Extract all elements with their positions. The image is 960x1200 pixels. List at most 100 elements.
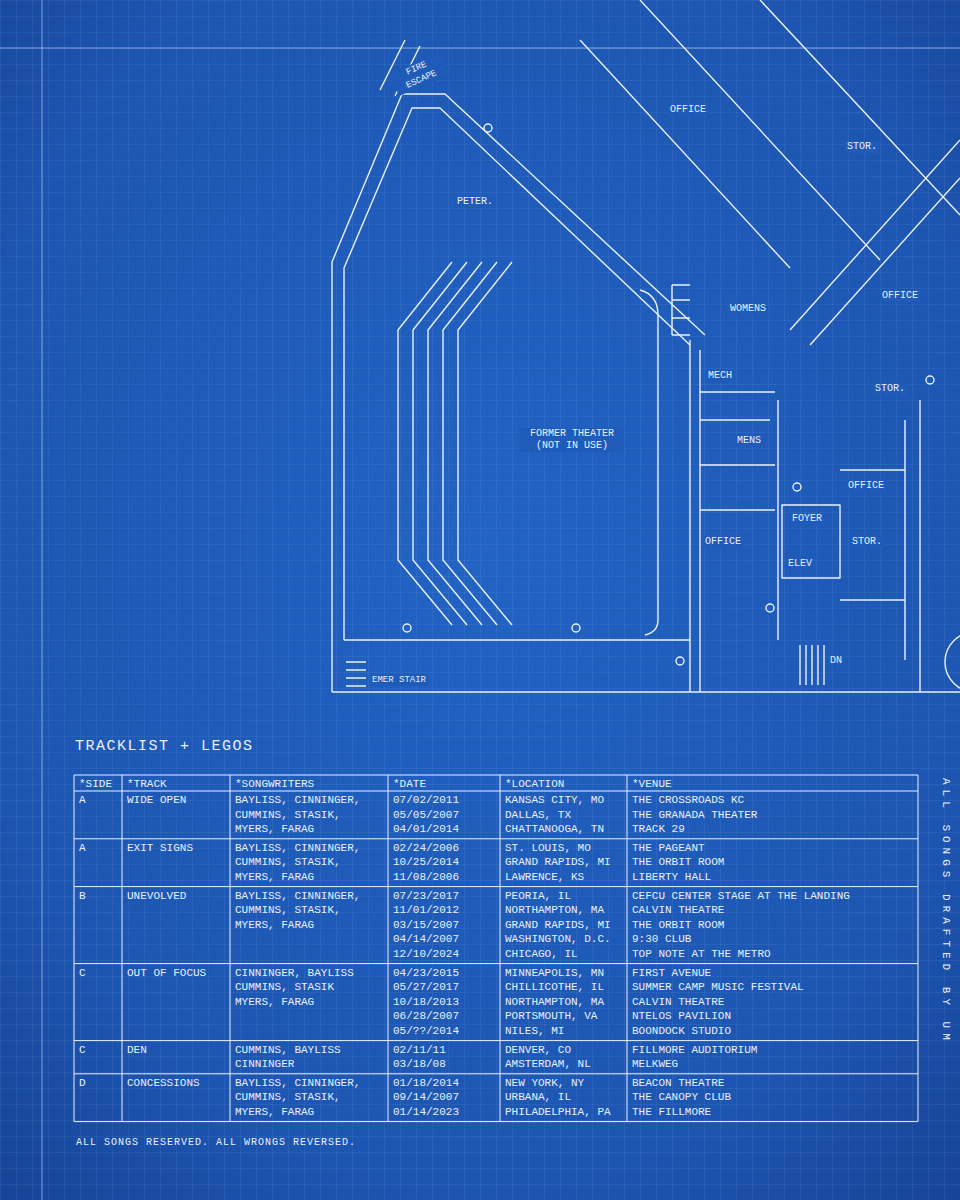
stair [800, 645, 824, 685]
side-cell: D [79, 1076, 86, 1091]
frame-line [0, 48, 960, 49]
seating-rows [398, 262, 512, 625]
side-cell: A [79, 793, 86, 808]
date-cell: 06/28/2007 [393, 1009, 459, 1024]
location-cell: GRAND RAPIDS, MI [505, 918, 611, 933]
room-label: EMER STAIR [370, 674, 428, 686]
table-header: *VENUE [632, 777, 672, 792]
date-cell: 04/01/2014 [393, 822, 459, 837]
track-cell: UNEVOLVED [127, 889, 186, 904]
venue-cell: FILLMORE AUDITORIUM [632, 1043, 757, 1058]
wing-wall [580, 0, 960, 268]
room-label: MENS [735, 435, 763, 447]
room-label: FORMER THEATER (NOT IN USE) [520, 428, 624, 452]
room-label: OFFICE [880, 290, 920, 302]
side-cell: C [79, 1043, 86, 1058]
date-cell: 11/01/2012 [393, 903, 459, 918]
location-cell: NEW YORK, NY [505, 1076, 584, 1091]
songwriters-cell: CUMMINS, BAYLISS CINNINGER [235, 1043, 370, 1072]
room-label: OFFICE [668, 104, 708, 116]
room-label: PETER. [455, 196, 495, 208]
table-header: *TRACK [127, 777, 167, 792]
table-header: *SONGWRITERS [235, 777, 314, 792]
frame-line [42, 0, 43, 1200]
side-cell: C [79, 966, 86, 981]
date-cell: 03/18/08 [393, 1057, 446, 1072]
venue-cell: CALVIN THEATRE [632, 903, 724, 918]
side-cell: B [79, 889, 86, 904]
floor-plan [332, 0, 960, 692]
location-cell: NILES, MI [505, 1024, 564, 1039]
stage-edge [640, 290, 658, 635]
room-label: FOYER [790, 513, 824, 525]
room-label: OFFICE [846, 480, 886, 492]
location-cell: KANSAS CITY, MO [505, 793, 604, 808]
venue-cell: 9:30 CLUB [632, 932, 691, 947]
venue-cell: THE CROSSROADS KC [632, 793, 744, 808]
date-cell: 10/18/2013 [393, 995, 459, 1010]
date-cell: 12/10/2024 [393, 947, 459, 962]
room-wall [700, 392, 778, 640]
location-cell: DENVER, CO [505, 1043, 571, 1058]
room-label: STOR. [845, 141, 879, 153]
venue-cell: THE CANOPY CLUB [632, 1090, 731, 1105]
venue-cell: THE PAGEANT [632, 841, 705, 856]
location-cell: MINNEAPOLIS, MN [505, 966, 604, 981]
location-cell: GRAND RAPIDS, MI [505, 855, 611, 870]
stair [346, 662, 366, 686]
door-marker [403, 624, 411, 632]
date-cell: 05/27/2017 [393, 980, 459, 995]
date-cell: 11/08/2006 [393, 870, 459, 885]
door-markers [403, 124, 934, 665]
table-title: TRACKLIST + LEGOS [75, 738, 254, 756]
location-cell: PHILADELPHIA, PA [505, 1105, 611, 1120]
room-wall [840, 400, 920, 692]
track-cell: OUT OF FOCUS [127, 966, 206, 981]
foyer-room [782, 505, 840, 578]
table-header: *DATE [393, 777, 426, 792]
songwriters-cell: BAYLISS, CINNINGER, CUMMINS, STASIK, MYE… [235, 1076, 370, 1120]
location-cell: PEORIA, IL [505, 889, 571, 904]
room-label: ELEV [786, 558, 814, 570]
songwriters-cell: BAYLISS, CINNINGER, CUMMINS, STASIK, MYE… [235, 889, 370, 933]
venue-cell: THE FILLMORE [632, 1105, 711, 1120]
room-label: WOMENS [728, 303, 768, 315]
track-cell: WIDE OPEN [127, 793, 186, 808]
table-grid [74, 775, 918, 1122]
door-marker [572, 624, 580, 632]
door-marker [484, 124, 492, 132]
track-cell: EXIT SIGNS [127, 841, 193, 856]
venue-cell: BOONDOCK STUDIO [632, 1024, 731, 1039]
venue-cell: LIBERTY HALL [632, 870, 711, 885]
north-circle [945, 632, 960, 692]
date-cell: 02/24/2006 [393, 841, 459, 856]
location-cell: ST. LOUIS, MO [505, 841, 591, 856]
venue-cell: THE ORBIT ROOM [632, 918, 724, 933]
wall [690, 340, 700, 692]
location-cell: CHICAGO, IL [505, 947, 578, 962]
date-cell: 01/18/2014 [393, 1076, 459, 1091]
date-cell: 01/14/2023 [393, 1105, 459, 1120]
door-marker [793, 483, 801, 491]
venue-cell: THE GRANADA THEATER [632, 808, 757, 823]
room-label: STOR. [850, 536, 884, 548]
door-marker [676, 657, 684, 665]
door-marker [766, 604, 774, 612]
footer-note: ALL SONGS RESERVED. ALL WRONGS REVERSED. [76, 1136, 356, 1151]
date-cell: 02/11/11 [393, 1043, 446, 1058]
stalls [672, 285, 690, 335]
songwriters-cell: BAYLISS, CINNINGER, CUMMINS, STASIK, MYE… [235, 841, 370, 885]
outer-wall [332, 94, 705, 692]
date-cell: 05/05/2007 [393, 808, 459, 823]
venue-cell: CEFCU CENTER STAGE AT THE LANDING [632, 889, 850, 904]
venue-cell: TRACK 29 [632, 822, 685, 837]
room-label: OFFICE [703, 536, 743, 548]
location-cell: PORTSMOUTH, VA [505, 1009, 597, 1024]
side-cell: A [79, 841, 86, 856]
room-label: DN [828, 655, 844, 667]
